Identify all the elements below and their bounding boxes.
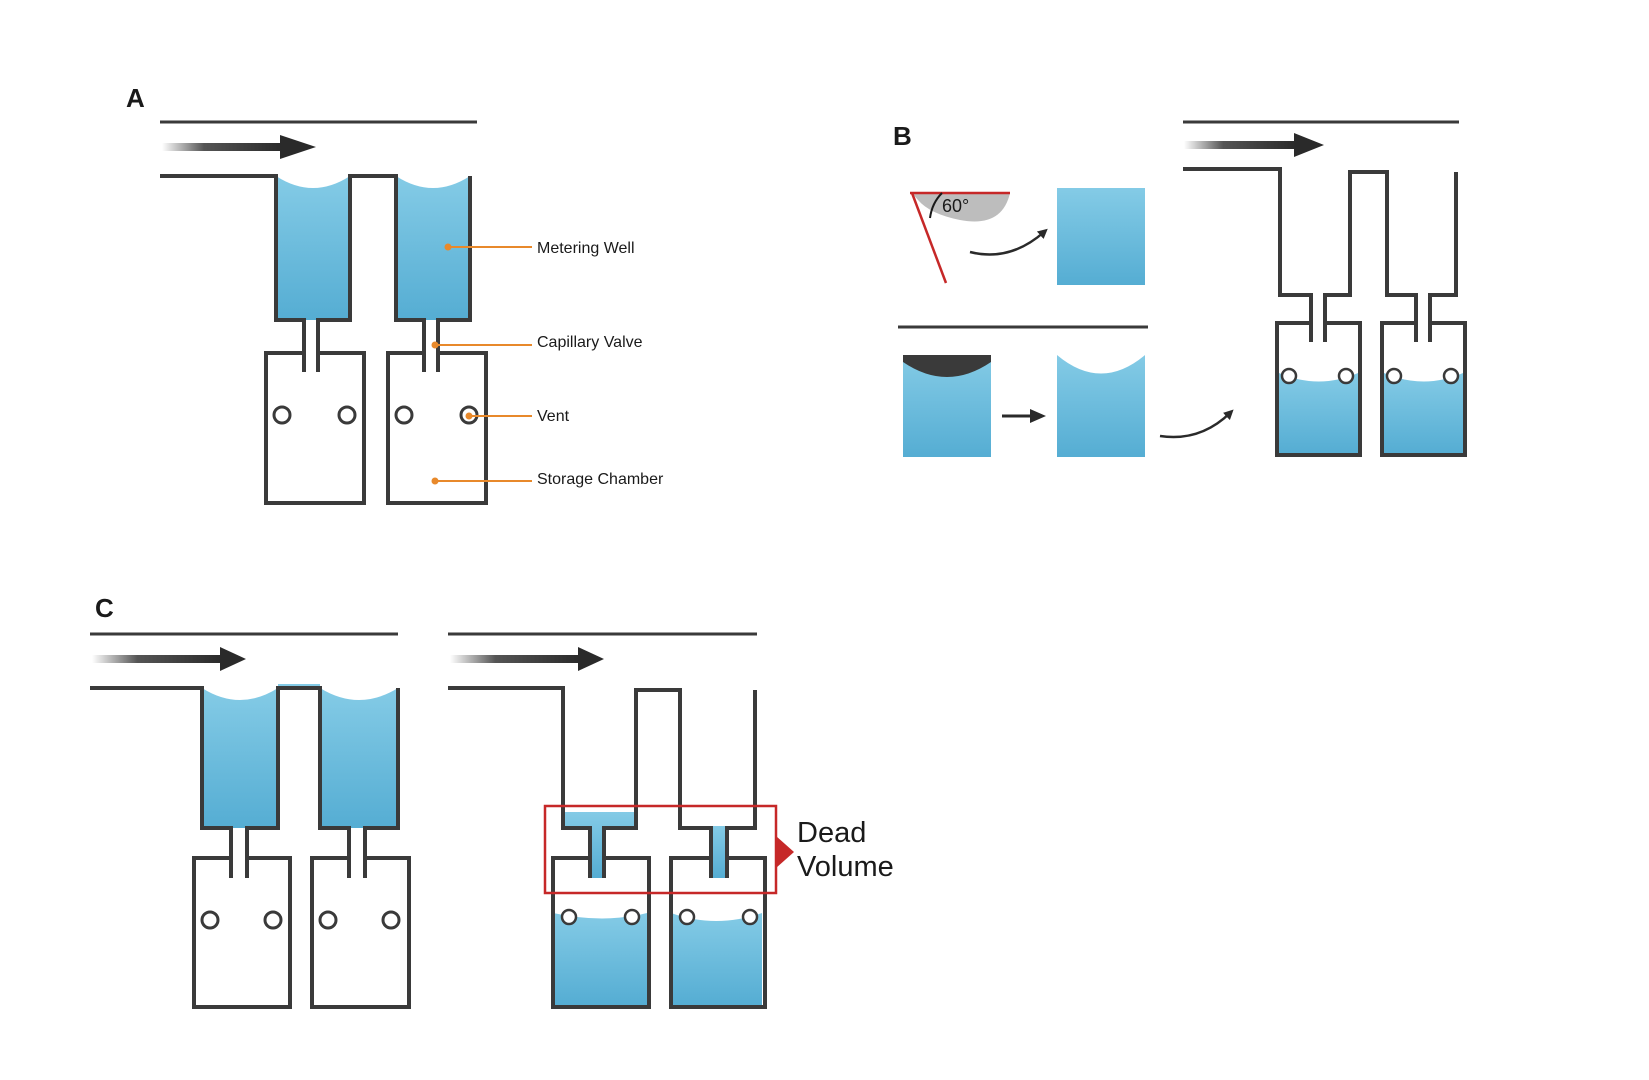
metering-well-wall — [1428, 172, 1458, 342]
storage-chamber-liquid — [1279, 373, 1358, 453]
callout-vent: Vent — [465, 408, 570, 425]
vent-hole-icon — [263, 910, 283, 930]
flow-arrow-icon — [92, 647, 246, 671]
metering-well-wall — [316, 174, 426, 372]
metering-well-liquid — [276, 176, 350, 320]
vent-hole-icon — [1337, 367, 1355, 385]
callout-capillary-valve: Capillary Valve — [431, 334, 643, 351]
curved-arrow-icon — [1159, 409, 1234, 439]
dead-volume-label-line1: Dead — [797, 817, 866, 849]
liquid-block — [1057, 188, 1145, 285]
contact-angle-label: 60° — [942, 196, 969, 216]
svg-text:Storage Chamber: Storage Chamber — [537, 471, 664, 488]
panel-b: B 60° — [893, 120, 1467, 457]
curved-arrow-icon — [969, 228, 1048, 256]
contact-angle-diagram: 60° — [910, 191, 1010, 284]
storage-chamber — [1275, 321, 1362, 457]
svg-text:Vent: Vent — [537, 408, 570, 425]
metering-well-liquid — [396, 176, 470, 320]
metering-well-wall — [448, 686, 592, 878]
dead-volume-liquid — [564, 812, 636, 878]
callout-storage-chamber: Storage Chamber — [431, 471, 664, 488]
vent-hole-icon — [272, 405, 292, 425]
metering-well-wall — [602, 688, 713, 878]
metering-well-wall — [725, 690, 757, 878]
vent-hole-icon — [1280, 367, 1298, 385]
storage-chamber — [192, 856, 292, 1009]
svg-text:Metering Well: Metering Well — [537, 240, 635, 257]
dead-volume-label-line2: Volume — [797, 851, 894, 883]
flow-arrow-icon — [162, 135, 316, 159]
storage-chamber-liquid — [553, 913, 647, 1005]
storage-chamber-liquid — [1384, 373, 1463, 453]
storage-chamber — [669, 856, 767, 1009]
panel-a-letter: A — [126, 83, 145, 113]
vent-hole-icon — [200, 910, 220, 930]
vent-hole-icon — [1442, 367, 1460, 385]
metering-well-wall — [160, 174, 306, 372]
vent-hole-icon — [394, 405, 414, 425]
panel-c: C — [90, 593, 894, 1009]
storage-chamber — [264, 351, 366, 505]
metering-well-wall — [1323, 170, 1418, 342]
vent-hole-icon — [623, 908, 641, 926]
metering-well-liquid — [320, 688, 398, 828]
vent-hole-icon — [381, 910, 401, 930]
panel-c-letter: C — [95, 593, 114, 623]
svg-text:Capillary Valve: Capillary Valve — [537, 334, 643, 351]
convex-meniscus — [903, 355, 991, 377]
storage-chamber-liquid — [671, 913, 762, 1005]
metering-well-liquid — [202, 688, 278, 828]
storage-chamber — [1380, 321, 1467, 457]
vent-hole-icon — [318, 910, 338, 930]
storage-chamber — [386, 351, 488, 505]
vent-hole-icon — [741, 908, 759, 926]
flow-arrow-icon — [1002, 409, 1046, 423]
concave-meniscus-liquid — [1057, 355, 1145, 457]
metering-well-wall — [363, 688, 400, 878]
vent-hole-icon — [337, 405, 357, 425]
vent-hole-icon — [560, 908, 578, 926]
dead-volume-liquid — [711, 826, 727, 878]
metering-well-wall — [1183, 167, 1313, 342]
metering-well-wall — [245, 686, 351, 878]
vent-hole-icon — [678, 908, 696, 926]
callout-metering-well: Metering Well — [444, 240, 635, 257]
metering-well-wall — [90, 686, 233, 878]
panel-a: A Metering Well Capillary — [126, 83, 664, 505]
storage-chamber — [551, 856, 651, 1009]
storage-chamber — [310, 856, 411, 1009]
panel-b-letter: B — [893, 121, 912, 151]
dead-volume-pointer-icon — [776, 836, 794, 868]
flow-arrow-icon — [1184, 133, 1324, 157]
flow-arrow-icon — [450, 647, 604, 671]
vent-hole-icon — [1385, 367, 1403, 385]
